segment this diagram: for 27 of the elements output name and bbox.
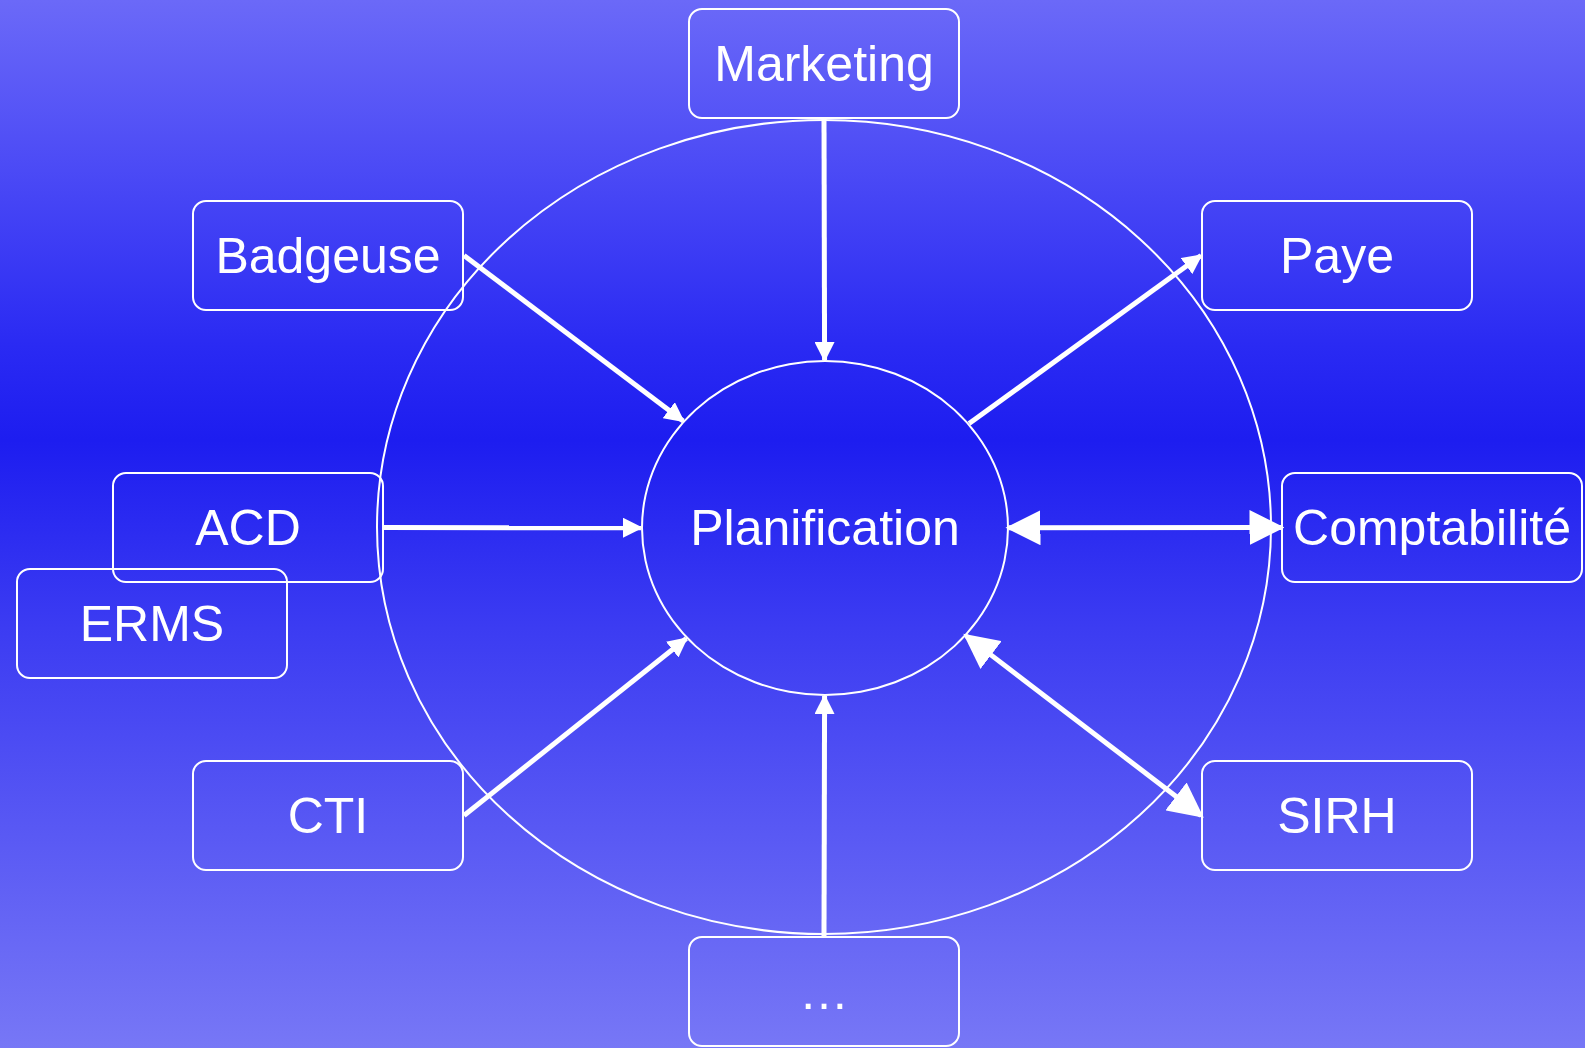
process-box [16, 568, 288, 679]
node-label: … [799, 962, 849, 1021]
process-box [1201, 200, 1473, 311]
process-box [688, 936, 960, 1047]
node-label: ERMS [79, 594, 225, 653]
process-box [688, 8, 960, 119]
node-label: SIRH [1277, 786, 1397, 845]
process-box [192, 200, 464, 311]
node-label: Paye [1280, 226, 1394, 285]
node-label: Badgeuse [215, 226, 441, 285]
node-label: Marketing [714, 34, 934, 93]
process-box [1201, 760, 1473, 871]
arrow [384, 517, 643, 538]
process-box [1281, 472, 1583, 583]
node-label: Comptabilité [1293, 498, 1571, 557]
process-box [112, 472, 384, 583]
arrow [967, 253, 1203, 426]
arrow [462, 253, 685, 423]
node-label: CTI [287, 786, 369, 845]
arrow [462, 636, 688, 818]
ellipse-node [641, 360, 1009, 696]
process-box [192, 760, 464, 871]
arrow [963, 633, 1204, 818]
arrow [814, 119, 835, 362]
node-label: Planification [690, 499, 960, 557]
arrow [814, 694, 835, 936]
node-label: ACD [195, 498, 301, 557]
